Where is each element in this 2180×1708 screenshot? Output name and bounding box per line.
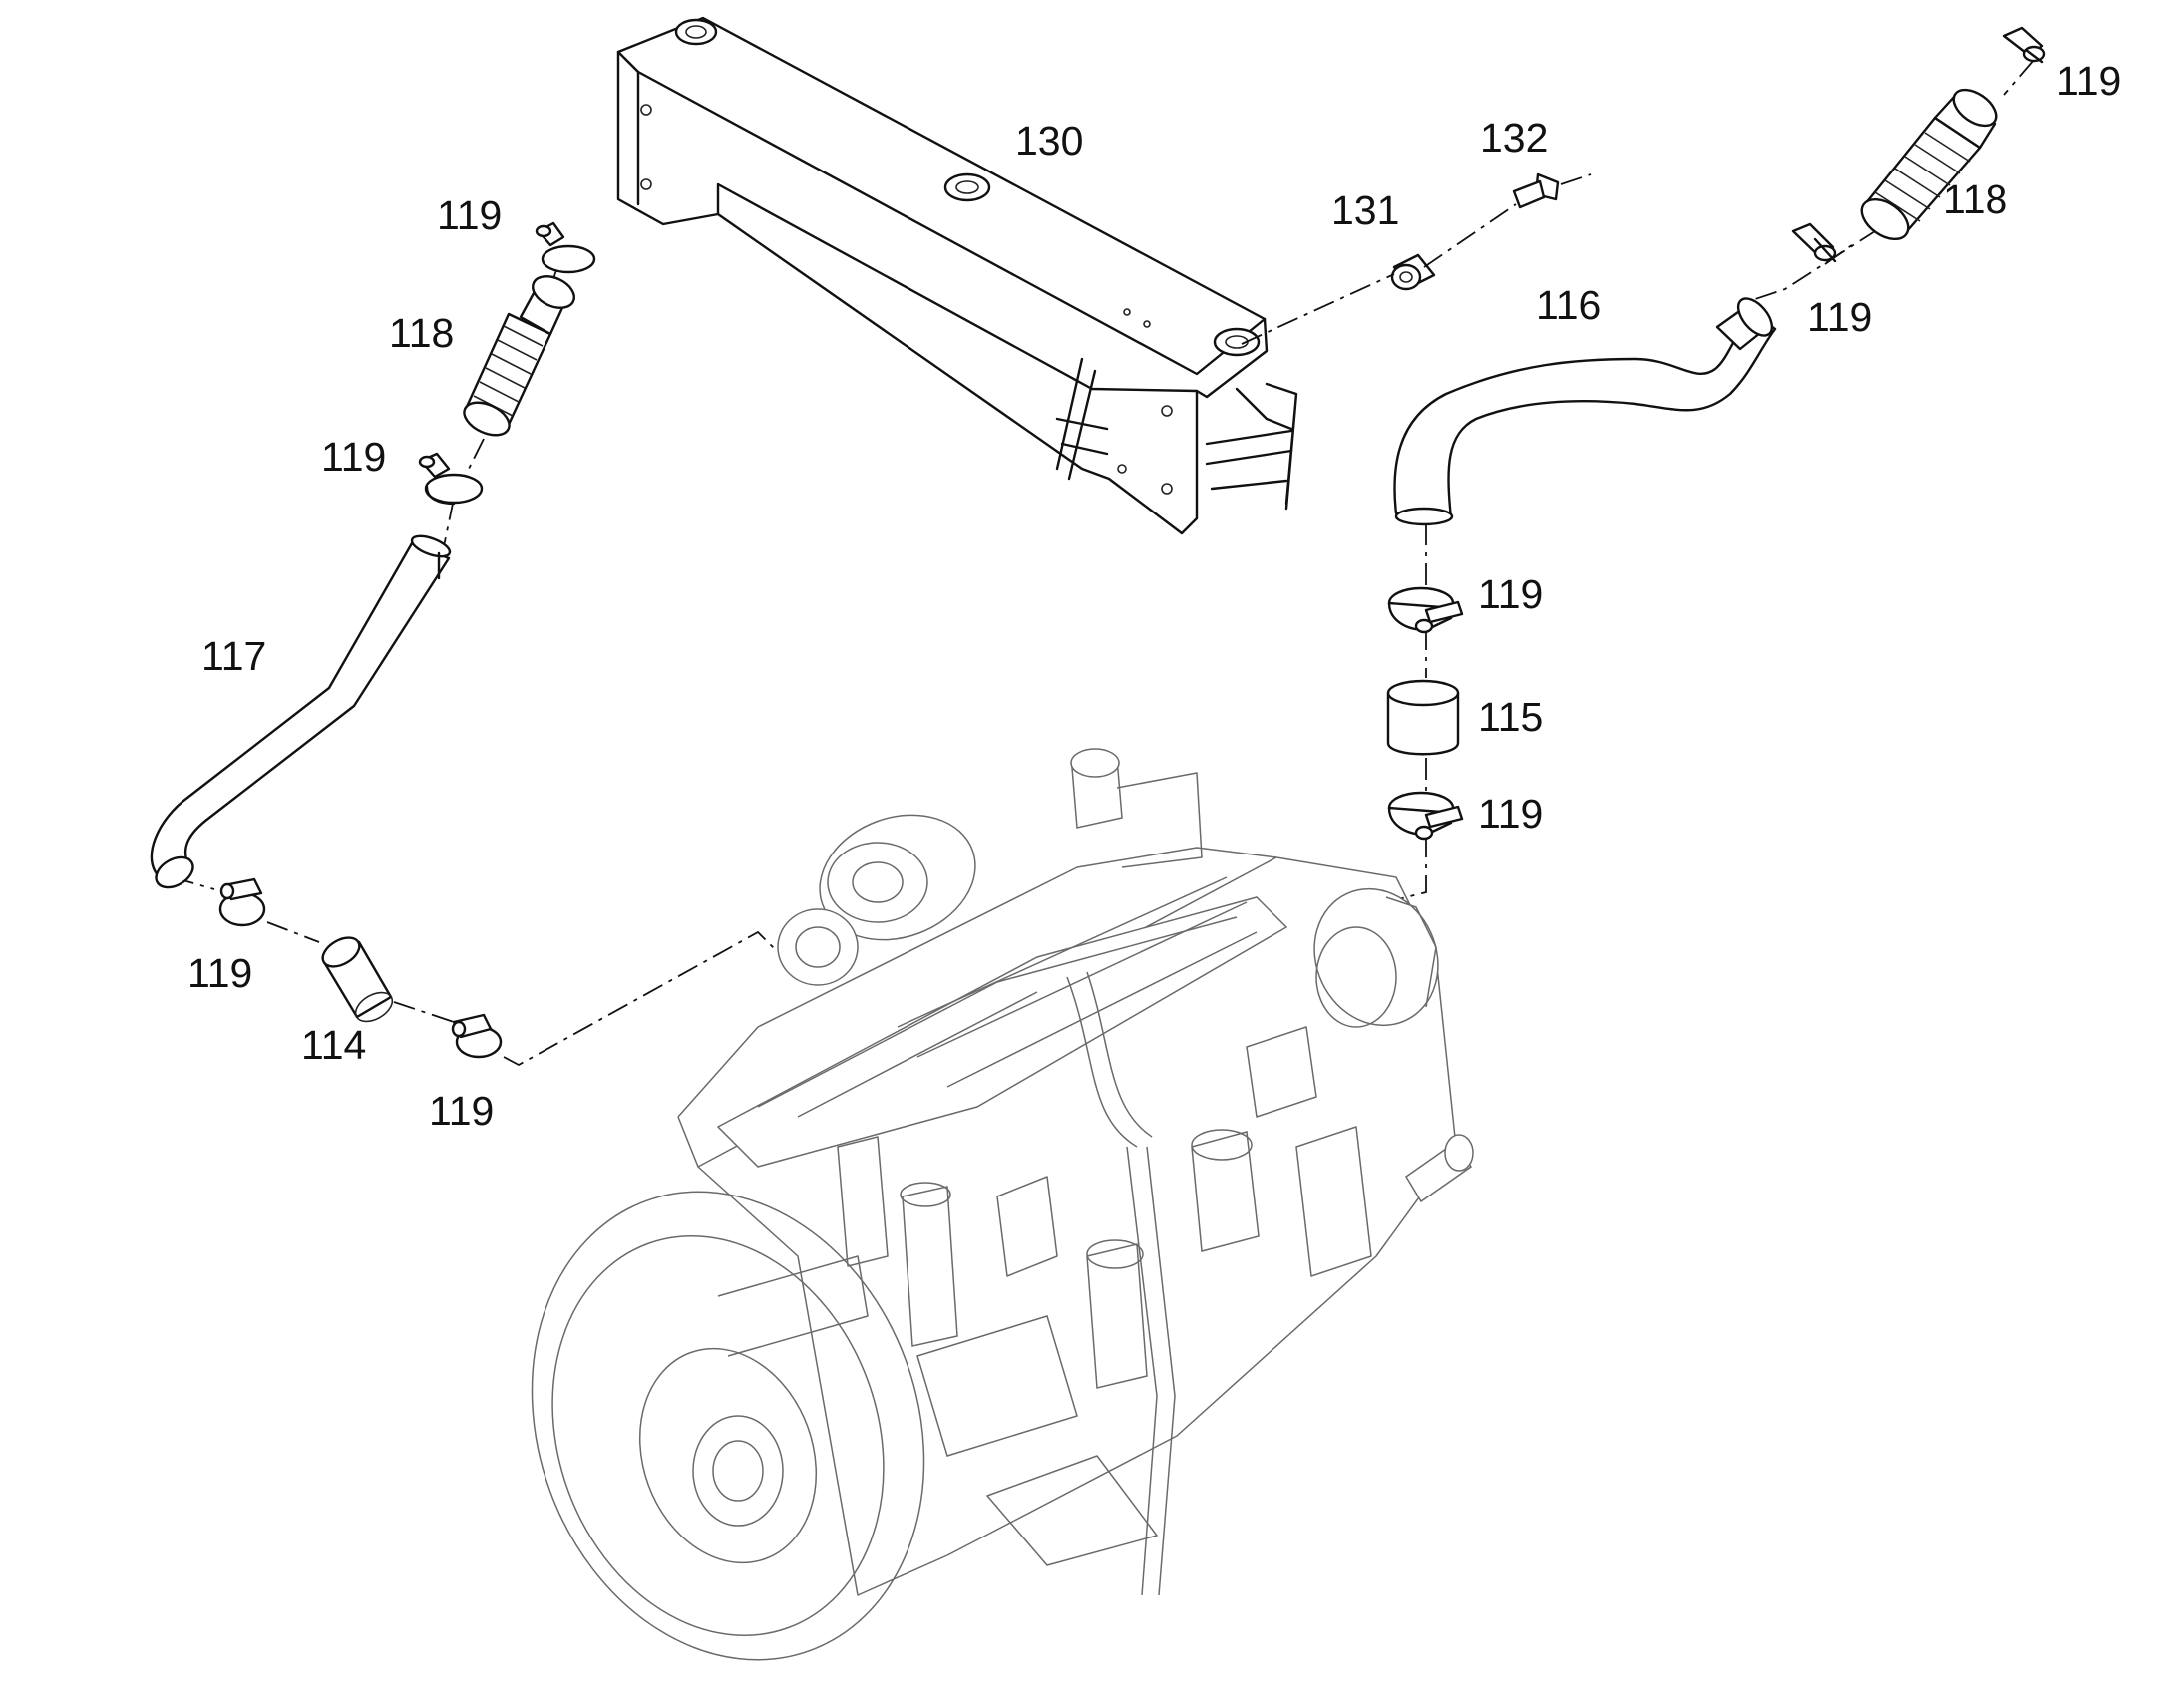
callout-119-top-right: 119 (2056, 58, 2121, 104)
bolt-132 (1512, 172, 1560, 209)
hose-clamp-119-top-right (2002, 26, 2046, 64)
callout-115: 115 (1478, 694, 1543, 740)
callout-119-right-mid: 119 (1807, 294, 1872, 340)
coupler-114 (321, 936, 394, 1023)
hose-clamp-119-center-lower (1387, 791, 1464, 841)
callout-118-left: 118 (389, 310, 454, 356)
hose-clamp-119-left-lower (218, 877, 266, 927)
corrugated-hose-118-left (463, 275, 575, 437)
crossmember-bracket-130 (616, 16, 1298, 535)
callout-labels: 130 131 132 119 118 119 116 119 118 119 … (187, 58, 2121, 1134)
callout-119-center-upper: 119 (1478, 571, 1543, 617)
hose-clamp-119-right-mid (1791, 222, 1837, 263)
callout-119-left-top: 119 (437, 192, 502, 238)
engine-assembly (531, 748, 1474, 1661)
callout-119-left-mid: 119 (321, 434, 386, 480)
callout-131: 131 (1331, 187, 1399, 233)
hose-clamp-119-left-top (535, 221, 596, 274)
coupler-115 (1386, 679, 1460, 756)
callout-116: 116 (1536, 282, 1601, 328)
callout-130: 130 (1015, 118, 1083, 164)
callout-119-center-lower: 119 (1478, 791, 1543, 837)
callout-118-right: 118 (1943, 176, 2007, 222)
callout-132: 132 (1480, 115, 1548, 161)
callout-119-bottom: 119 (429, 1088, 494, 1134)
callout-117: 117 (201, 633, 266, 679)
hose-clamp-119-left-mid (418, 452, 484, 506)
callout-119-left-lower: 119 (187, 950, 252, 996)
callout-114: 114 (301, 1022, 366, 1068)
spacer-131 (1390, 253, 1436, 291)
corrugated-hose-118-right (1860, 88, 1998, 241)
coolant-pipe-116 (1393, 297, 1777, 526)
hose-clamp-119-center-upper (1387, 586, 1464, 634)
coolant-pipe-117 (150, 534, 452, 889)
hose-clamp-119-bottom (451, 1013, 503, 1059)
